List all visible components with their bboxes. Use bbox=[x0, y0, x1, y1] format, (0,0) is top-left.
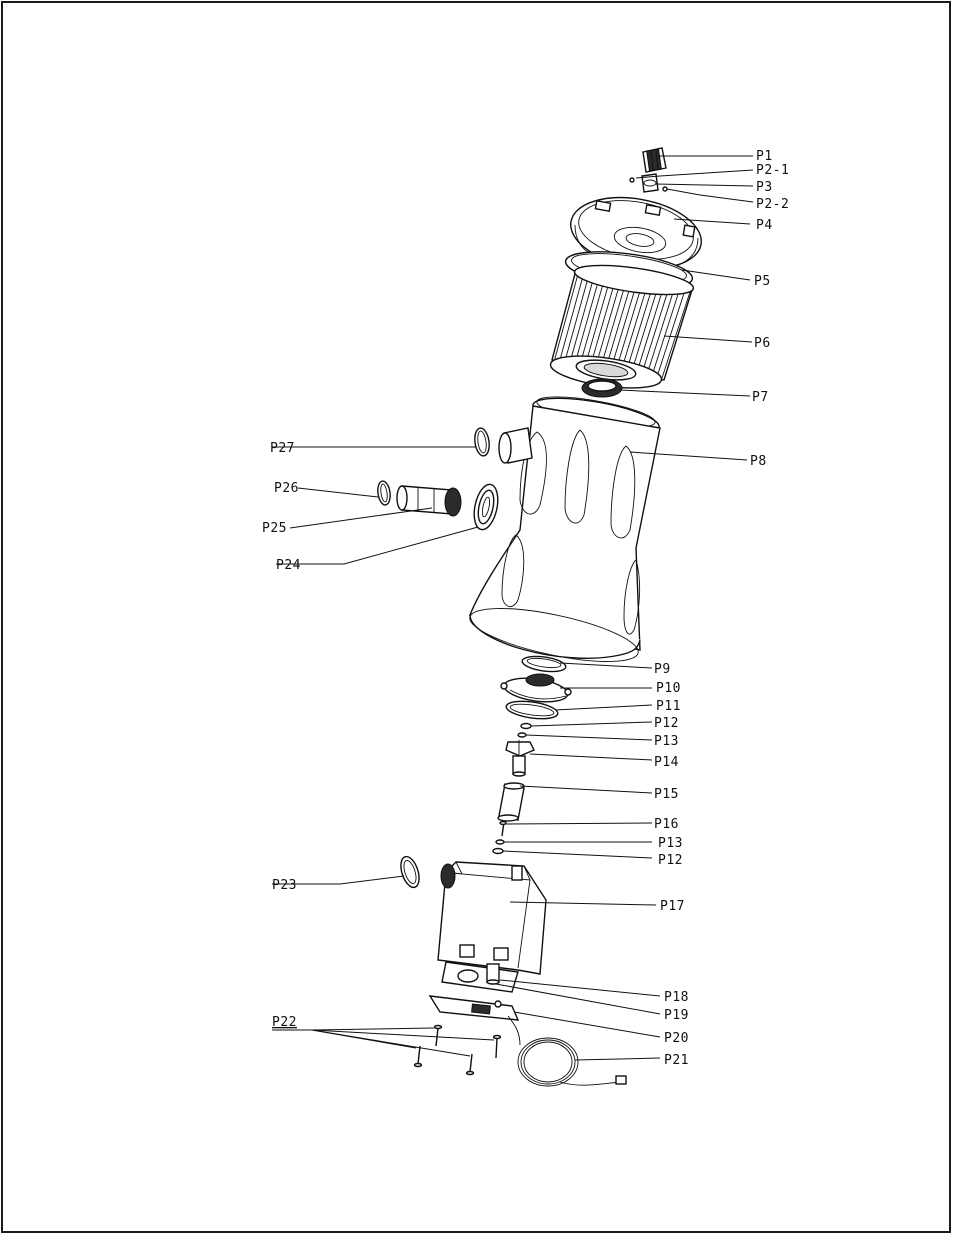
callout-p24: P24 bbox=[276, 558, 301, 573]
part-p13-seal-top bbox=[517, 732, 527, 738]
callout-p20: P20 bbox=[664, 1031, 689, 1046]
part-p8-filter-housing bbox=[468, 396, 661, 662]
part-p2-1-small-seal bbox=[629, 177, 635, 183]
part-p6-filter-cartridge bbox=[549, 264, 695, 389]
callout-p21: P21 bbox=[664, 1053, 689, 1068]
cartridge-pleat-line bbox=[635, 287, 664, 375]
part-p23-motor-o-ring bbox=[400, 855, 420, 889]
callout-p7: P7 bbox=[752, 390, 769, 405]
cartridge-pleat-line bbox=[646, 289, 675, 376]
callout-p12-top: P12 bbox=[654, 716, 679, 731]
callout-p23: P23 bbox=[272, 878, 297, 893]
part-p20-bottom-cover bbox=[428, 995, 520, 1021]
screw-4 bbox=[465, 1053, 475, 1076]
cartridge-pleat-line bbox=[584, 279, 611, 367]
cartridge-pleat-line bbox=[599, 281, 627, 369]
callout-p5: P5 bbox=[754, 274, 771, 289]
callout-p4: P4 bbox=[756, 218, 773, 233]
callout-p26: P26 bbox=[274, 481, 299, 496]
callout-p17: P17 bbox=[660, 899, 685, 914]
cartridge-pleat-line bbox=[630, 286, 659, 374]
cartridge-pleat-line bbox=[661, 291, 691, 379]
part-p7-cartridge-nut bbox=[581, 378, 623, 398]
cartridge-pleat-line bbox=[568, 276, 595, 365]
callout-p27: P27 bbox=[270, 441, 295, 456]
cartridge-pleat-line bbox=[610, 283, 638, 371]
screw-2 bbox=[492, 1034, 502, 1059]
callout-p1: P1 bbox=[756, 149, 773, 164]
cartridge-pleat-line bbox=[589, 279, 616, 368]
callout-p14: P14 bbox=[654, 755, 679, 770]
screw-3 bbox=[413, 1045, 423, 1068]
callout-p18: P18 bbox=[664, 990, 689, 1005]
cartridge-pleat-line bbox=[558, 274, 584, 363]
part-p17-motor-housing bbox=[437, 861, 547, 975]
callout-p22: P22 bbox=[272, 1015, 297, 1030]
cartridge-pleat-line bbox=[620, 285, 648, 373]
part-p2-2-small-seal bbox=[662, 186, 668, 192]
callout-p13-bottom: P13 bbox=[658, 836, 683, 851]
cartridge-pleat-line bbox=[579, 278, 606, 366]
cartridge-pleat-line bbox=[553, 273, 579, 363]
part-p3-valve-stem bbox=[641, 173, 659, 193]
cartridge-pleat-line bbox=[574, 277, 600, 366]
callout-labels: P1 P2-1 P3 P2-2 P4 P5 P6 P7 P8 P9 P10 P1… bbox=[262, 149, 789, 1068]
leader-lines bbox=[495, 155, 754, 1061]
cartridge-pleat-line bbox=[563, 275, 590, 364]
cartridge-pleat-line bbox=[656, 291, 686, 378]
callout-p8: P8 bbox=[750, 454, 767, 469]
part-p21-power-cord bbox=[507, 1015, 627, 1087]
callout-p12-bottom: P12 bbox=[658, 853, 683, 868]
callout-p16: P16 bbox=[654, 817, 679, 832]
cartridge-pleat-line bbox=[615, 284, 643, 372]
part-p9-housing-ring bbox=[521, 655, 567, 673]
part-p15-motor-rotor bbox=[497, 782, 525, 822]
callout-p3: P3 bbox=[756, 180, 773, 195]
callout-p25: P25 bbox=[262, 521, 287, 536]
part-p24-strainer-grid bbox=[473, 483, 499, 531]
callout-p2-2: P2-2 bbox=[756, 197, 789, 212]
screw-1 bbox=[433, 1024, 443, 1047]
callout-p9: P9 bbox=[654, 662, 671, 677]
cartridge-pleat-line bbox=[604, 282, 632, 370]
callout-p19: P19 bbox=[664, 1008, 689, 1023]
leader-lines-left bbox=[272, 446, 495, 1057]
callout-p2-1: P2-1 bbox=[756, 163, 789, 178]
part-p1-valve-knob bbox=[642, 147, 667, 173]
part-p11-impeller-o-ring bbox=[505, 700, 559, 720]
callout-p6: P6 bbox=[754, 336, 771, 351]
cartridge-pleat-line bbox=[651, 290, 680, 377]
part-p19-drain-plug bbox=[486, 963, 500, 985]
callout-p13-top: P13 bbox=[654, 734, 679, 749]
part-p12-washer-top bbox=[520, 722, 532, 730]
part-p25-strainer-connector bbox=[396, 485, 462, 517]
part-p27-inlet-o-ring bbox=[474, 427, 490, 457]
callout-p11: P11 bbox=[656, 699, 681, 714]
part-p12-washer-bottom bbox=[492, 847, 504, 855]
callout-p10: P10 bbox=[656, 681, 681, 696]
part-p10-impeller-cover bbox=[500, 673, 572, 703]
part-p22-screws bbox=[413, 1024, 502, 1076]
part-p13-seal-bottom bbox=[495, 839, 505, 845]
cartridge-pleat-line bbox=[594, 280, 622, 369]
callout-p15: P15 bbox=[654, 787, 679, 802]
part-p26-strainer-o-ring bbox=[377, 480, 391, 506]
cartridge-pleat-line bbox=[640, 288, 670, 376]
part-p14-impeller bbox=[505, 740, 535, 777]
cartridge-pleat-line bbox=[625, 285, 654, 373]
